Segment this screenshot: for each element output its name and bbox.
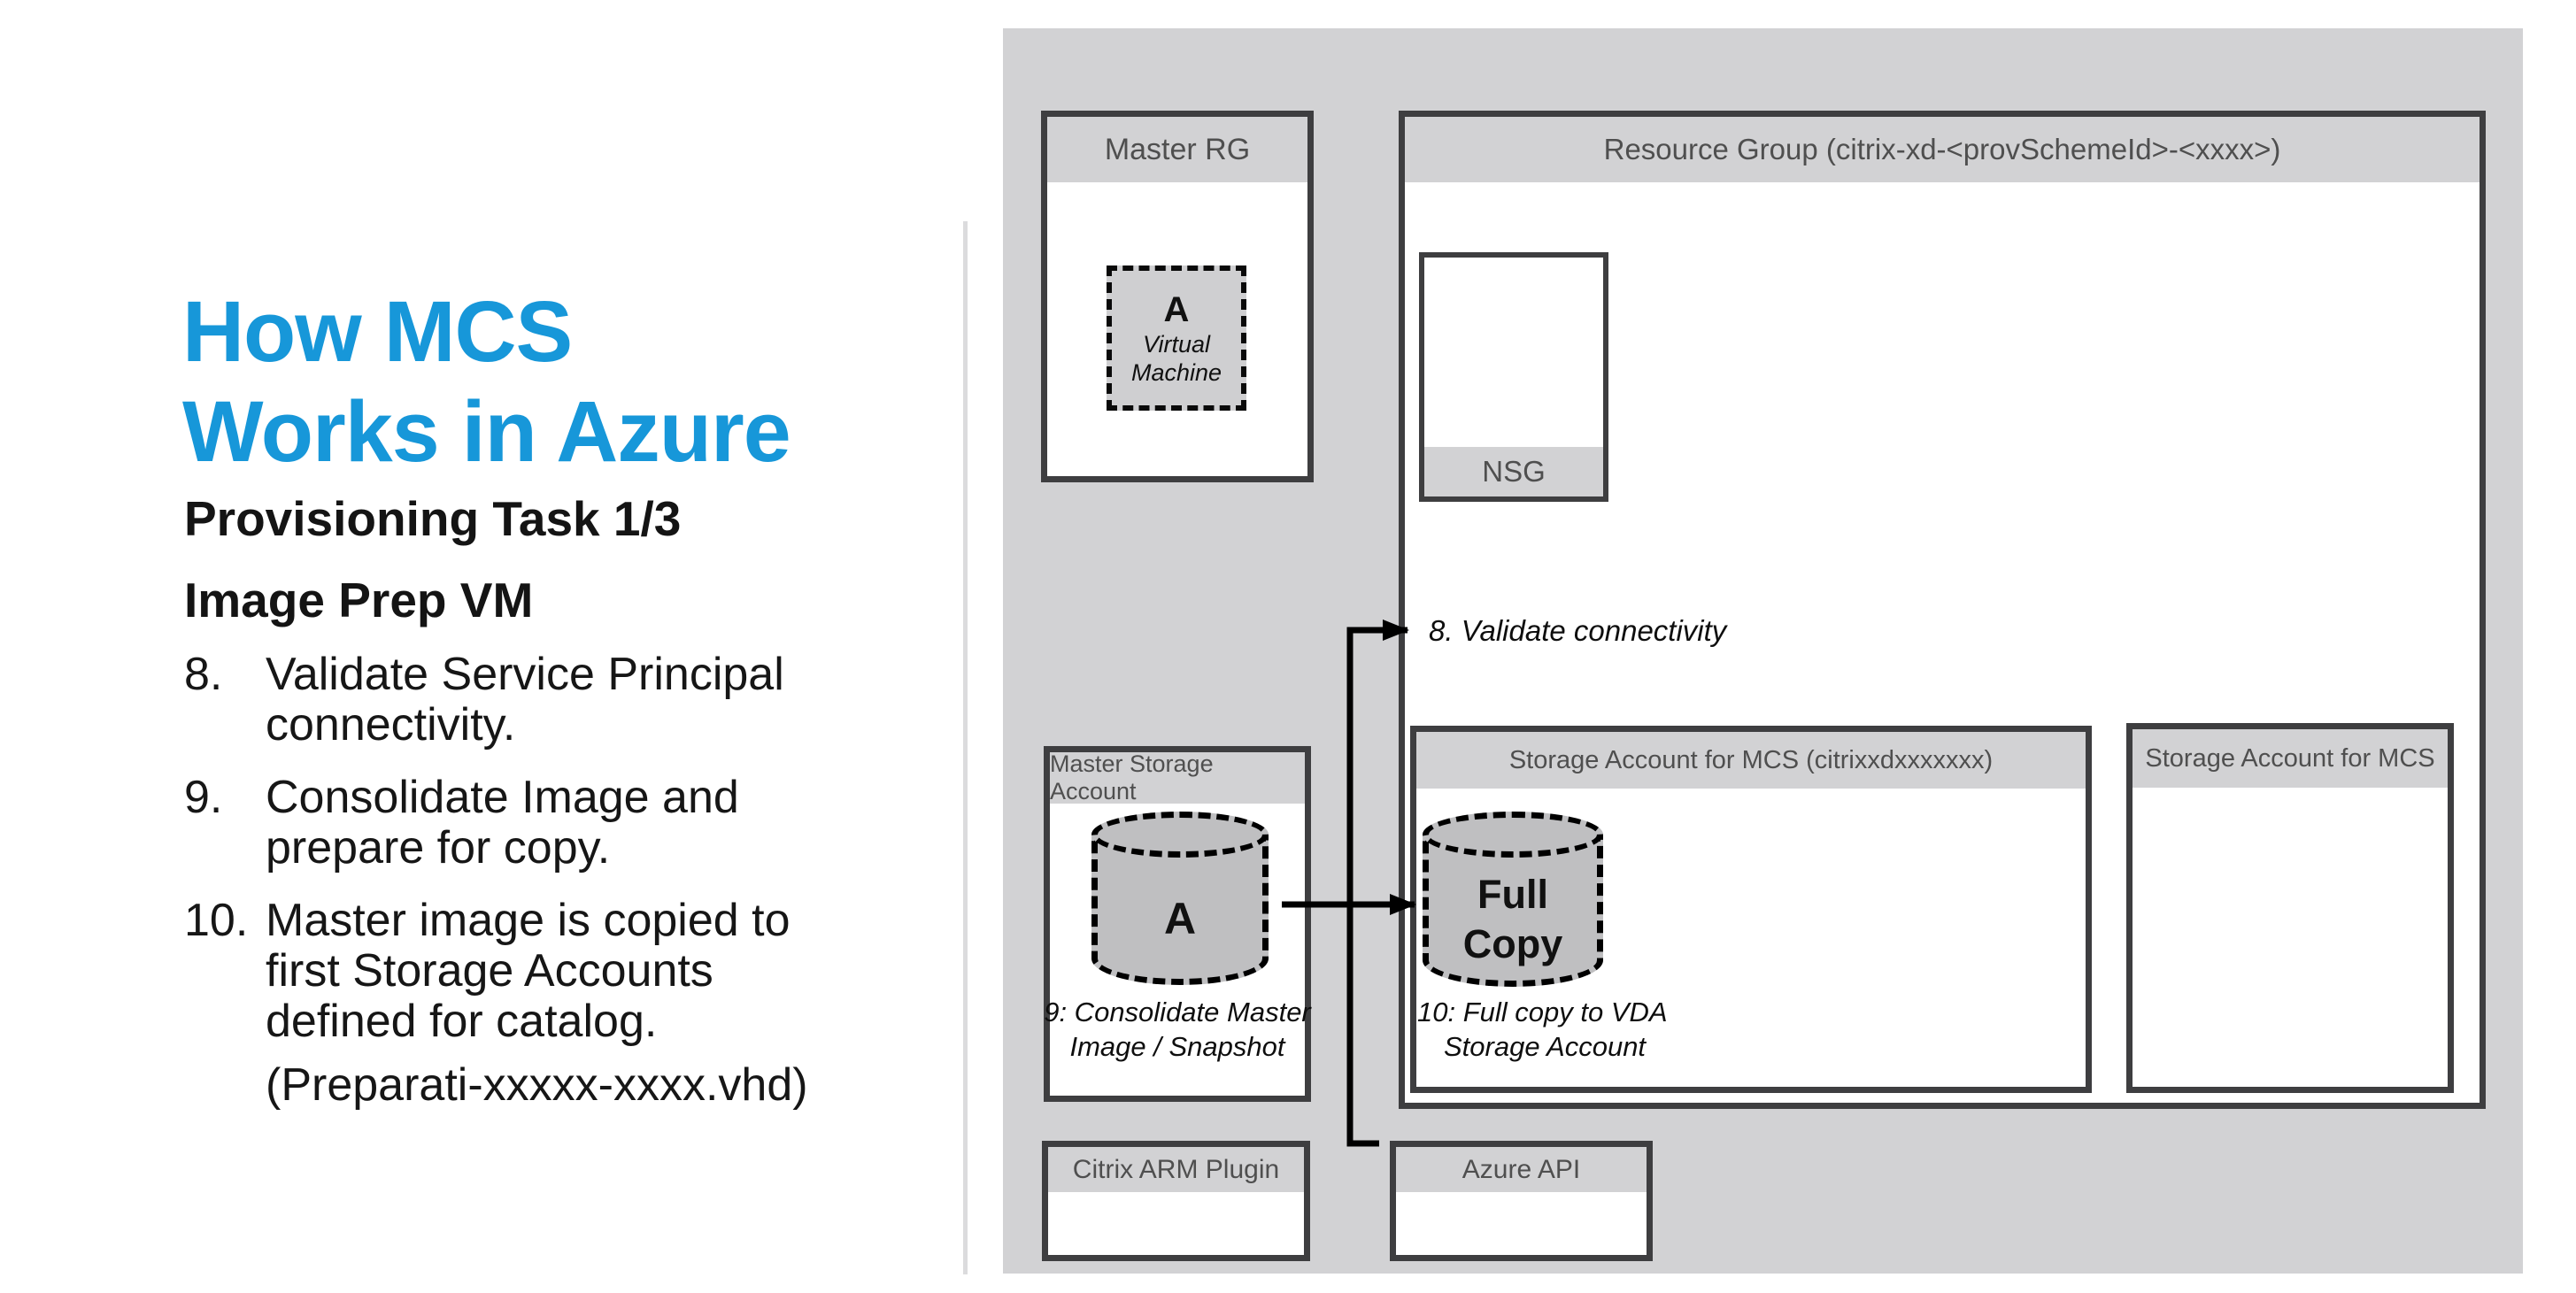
vm-label-line: Machine — [1130, 358, 1222, 386]
vm-label-line: Virtual — [1142, 330, 1211, 358]
master-rg-title: Master RG — [1047, 117, 1307, 182]
slide-title-line-2: Works in Azure — [182, 383, 791, 480]
list-item-line: prepare for copy. — [266, 822, 611, 874]
nsg-body — [1424, 258, 1603, 447]
storage-account-mcs-title: Storage Account for MCS (citrixxdxxxxxxx… — [1416, 732, 2086, 789]
master-image-cylinder: A — [1091, 812, 1269, 985]
cylinder-top-ellipse — [1091, 812, 1269, 858]
nsg-label: NSG — [1424, 447, 1603, 496]
list-item-number: 9. — [184, 772, 223, 823]
virtual-machine-dashed-box: A Virtual Machine — [1107, 266, 1246, 411]
list-item-8: 8. Validate Service Principal connectivi… — [184, 650, 892, 750]
citrix-arm-plugin-box: Citrix ARM Plugin — [1042, 1141, 1310, 1261]
full-copy-cylinder: Full Copy — [1423, 812, 1603, 987]
azure-api-title: Azure API — [1396, 1147, 1647, 1192]
citrix-arm-plugin-title: Citrix ARM Plugin — [1048, 1147, 1304, 1192]
list-item-9: 9. Consolidate Image and prepare for cop… — [184, 773, 892, 874]
vhd-filename-note: (Preparati-xxxxx-xxxx.vhd) — [266, 1059, 808, 1111]
step9-caption-line: 9: Consolidate Master — [1044, 997, 1311, 1027]
citrix-arm-plugin-body — [1048, 1192, 1304, 1255]
list-item-line: connectivity. — [266, 699, 516, 750]
azure-api-body — [1396, 1192, 1647, 1255]
list-item-line: Validate Service Principal — [266, 649, 784, 700]
storage-account-mcs-right-body — [2133, 788, 2448, 1087]
column-separator-line — [963, 221, 968, 1274]
master-image-cylinder-letter: A — [1163, 893, 1197, 943]
storage-account-mcs-right-title: Storage Account for MCS — [2133, 729, 2448, 788]
subtitle-image-prep-vm: Image Prep VM — [184, 573, 534, 627]
step9-caption: 9: Consolidate Master Image / Snapshot — [1030, 995, 1324, 1064]
resource-group-title: Resource Group (citrix-xd-<provSchemeId>… — [1405, 117, 2480, 182]
nsg-box: NSG — [1419, 252, 1608, 502]
step10-caption: 10: Full copy to VDA Storage Account — [1417, 995, 1668, 1064]
list-item-10: 10. Master image is copied to first Stor… — [184, 896, 892, 1047]
validate-connectivity-label: 8. Validate connectivity — [1429, 614, 1727, 647]
azure-api-box: Azure API — [1390, 1141, 1653, 1261]
storage-account-mcs-right-box: Storage Account for MCS — [2126, 723, 2454, 1093]
list-item-text: Validate Service Principal connectivity. — [266, 650, 784, 750]
list-item-number: 10. — [184, 895, 249, 946]
cylinder-body: Full Copy — [1423, 835, 1603, 987]
numbered-step-list: 8. Validate Service Principal connectivi… — [184, 650, 892, 1069]
step10-caption-line: Storage Account — [1444, 1031, 1647, 1062]
vm-letter: A — [1163, 289, 1190, 329]
list-item-line: Master image is copied to — [266, 895, 791, 946]
slide-title-line-1: How MCS — [182, 283, 573, 380]
step10-caption-line: 10: Full copy to VDA — [1417, 997, 1668, 1027]
cylinder-body: A — [1091, 835, 1269, 985]
list-item-number: 8. — [184, 649, 223, 700]
list-item-line: first Storage Accounts — [266, 945, 713, 997]
list-item-text: Consolidate Image and prepare for copy. — [266, 773, 739, 874]
slide-title: How MCS Works in Azure — [182, 281, 791, 481]
vm-label: Virtual Machine — [1131, 330, 1222, 387]
master-storage-account-title: Master Storage Account — [1050, 750, 1305, 804]
full-copy-line-1: Full — [1477, 871, 1548, 917]
subtitle-provisioning-task: Provisioning Task 1/3 — [184, 491, 682, 546]
list-item-text: Master image is copied to first Storage … — [266, 896, 791, 1047]
full-copy-line-2: Copy — [1462, 920, 1563, 966]
step9-caption-line: Image / Snapshot — [1069, 1031, 1285, 1062]
cylinder-top-ellipse — [1423, 812, 1603, 858]
list-item-line: defined for catalog. — [266, 996, 658, 1047]
list-item-line: Consolidate Image and — [266, 772, 739, 823]
